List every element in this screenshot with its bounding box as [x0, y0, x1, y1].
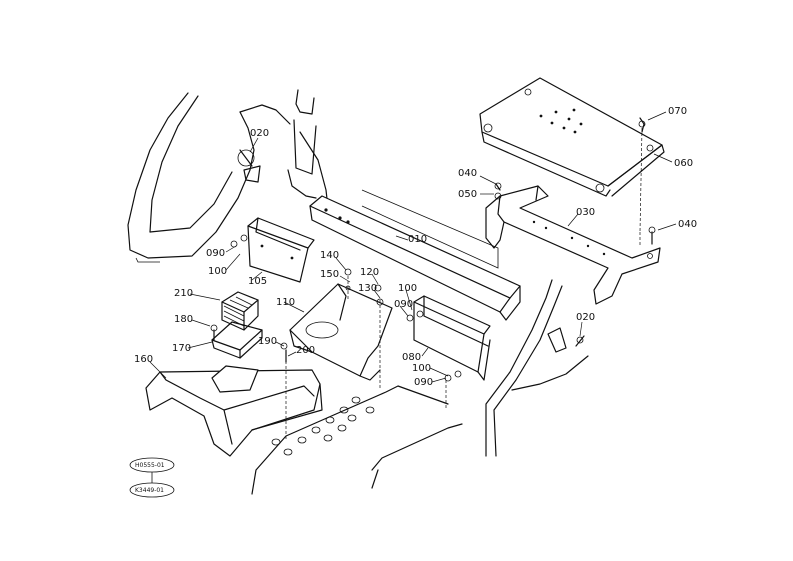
callout-040-b: 040: [678, 219, 697, 230]
callout-020: 020: [250, 128, 269, 139]
callouts: 020 090 100 105 010 070 060 040 050 030 …: [134, 106, 697, 388]
callout-090-b: 090: [394, 299, 413, 310]
reference-ovals: H0555-01 K3449-01: [129, 457, 175, 498]
callout-020-b: 020: [576, 312, 595, 323]
callout-090-c: 090: [414, 377, 433, 388]
mat-170: [211, 321, 263, 359]
callout-050: 050: [458, 189, 477, 200]
plate-110: [289, 283, 393, 381]
callout-105: 105: [248, 276, 267, 287]
bracket-030: [485, 185, 661, 305]
callout-080: 080: [402, 352, 421, 363]
callout-040: 040: [458, 168, 477, 179]
callout-100-c: 100: [412, 363, 431, 374]
center-post: [287, 89, 329, 209]
reference-h0555-01: H0555-01: [135, 462, 165, 469]
callout-100-b: 100: [398, 283, 417, 294]
callout-160: 160: [134, 354, 153, 365]
frame-010: [309, 189, 521, 321]
callout-110: 110: [276, 297, 295, 308]
hardware: [210, 117, 656, 382]
bracket-080: [413, 295, 491, 381]
floor-panel-160: [145, 365, 323, 457]
pad-210: [221, 291, 259, 331]
reference-k3449-01: K3449-01: [135, 487, 164, 494]
callout-140: 140: [320, 250, 339, 261]
callout-170: 170: [172, 343, 191, 354]
floor-base: [251, 385, 463, 495]
callout-100: 100: [208, 266, 227, 277]
callout-190: 190: [258, 336, 277, 347]
leader-lines: [149, 111, 677, 383]
callout-010: 010: [408, 234, 427, 245]
callout-090: 090: [206, 248, 225, 259]
right-fender: [485, 279, 589, 457]
callout-180: 180: [174, 314, 193, 325]
bracket-105: [247, 217, 315, 283]
callout-060: 060: [674, 158, 693, 169]
callout-210: 210: [174, 288, 193, 299]
callout-150: 150: [320, 269, 339, 280]
callout-120: 120: [360, 267, 379, 278]
callout-200: 200: [296, 345, 315, 356]
callout-070: 070: [668, 106, 687, 117]
callout-030: 030: [576, 207, 595, 218]
top-cover-060: [479, 77, 665, 197]
left-fender: [127, 92, 291, 263]
callout-130: 130: [358, 283, 377, 294]
